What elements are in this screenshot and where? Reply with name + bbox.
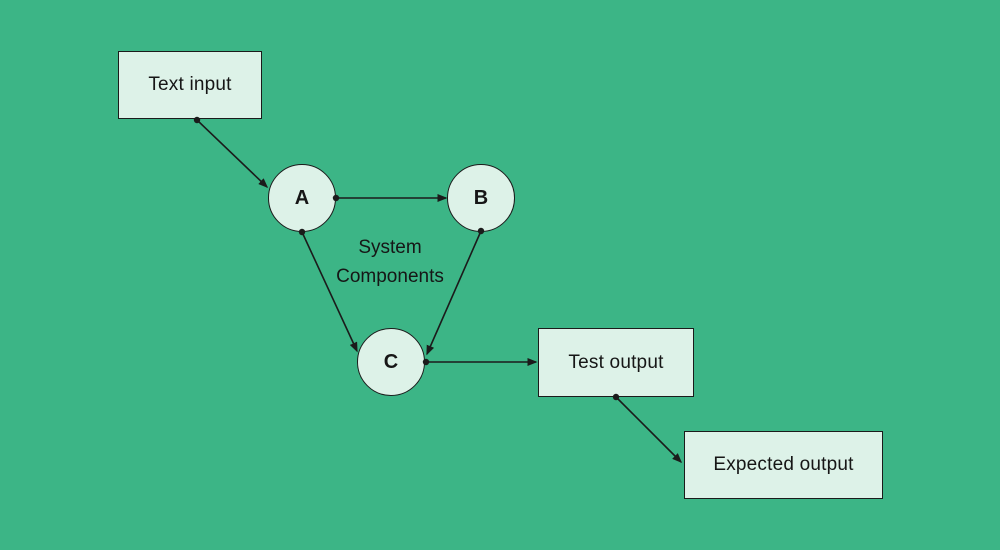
edge-c-to-test-output	[422, 358, 538, 366]
node-c-label: C	[383, 350, 399, 373]
node-test-output-label: Test output	[568, 351, 664, 373]
node-test-output: Test output	[538, 328, 694, 397]
edge-test-output-to-expected-output	[612, 393, 683, 464]
node-a: A	[268, 164, 336, 232]
node-b: B	[447, 164, 515, 232]
edge-a-to-b	[332, 194, 448, 202]
node-expected-output: Expected output	[684, 431, 883, 499]
node-b-label: B	[473, 186, 489, 209]
node-text-input: Text input	[118, 51, 262, 119]
node-c: C	[357, 328, 425, 396]
edge-text-input-to-a	[193, 116, 269, 189]
system-components-label: System Components	[336, 237, 444, 287]
node-a-label: A	[294, 186, 310, 209]
node-expected-output-label: Expected output	[713, 454, 854, 475]
node-text-input-label: Text input	[148, 74, 232, 95]
